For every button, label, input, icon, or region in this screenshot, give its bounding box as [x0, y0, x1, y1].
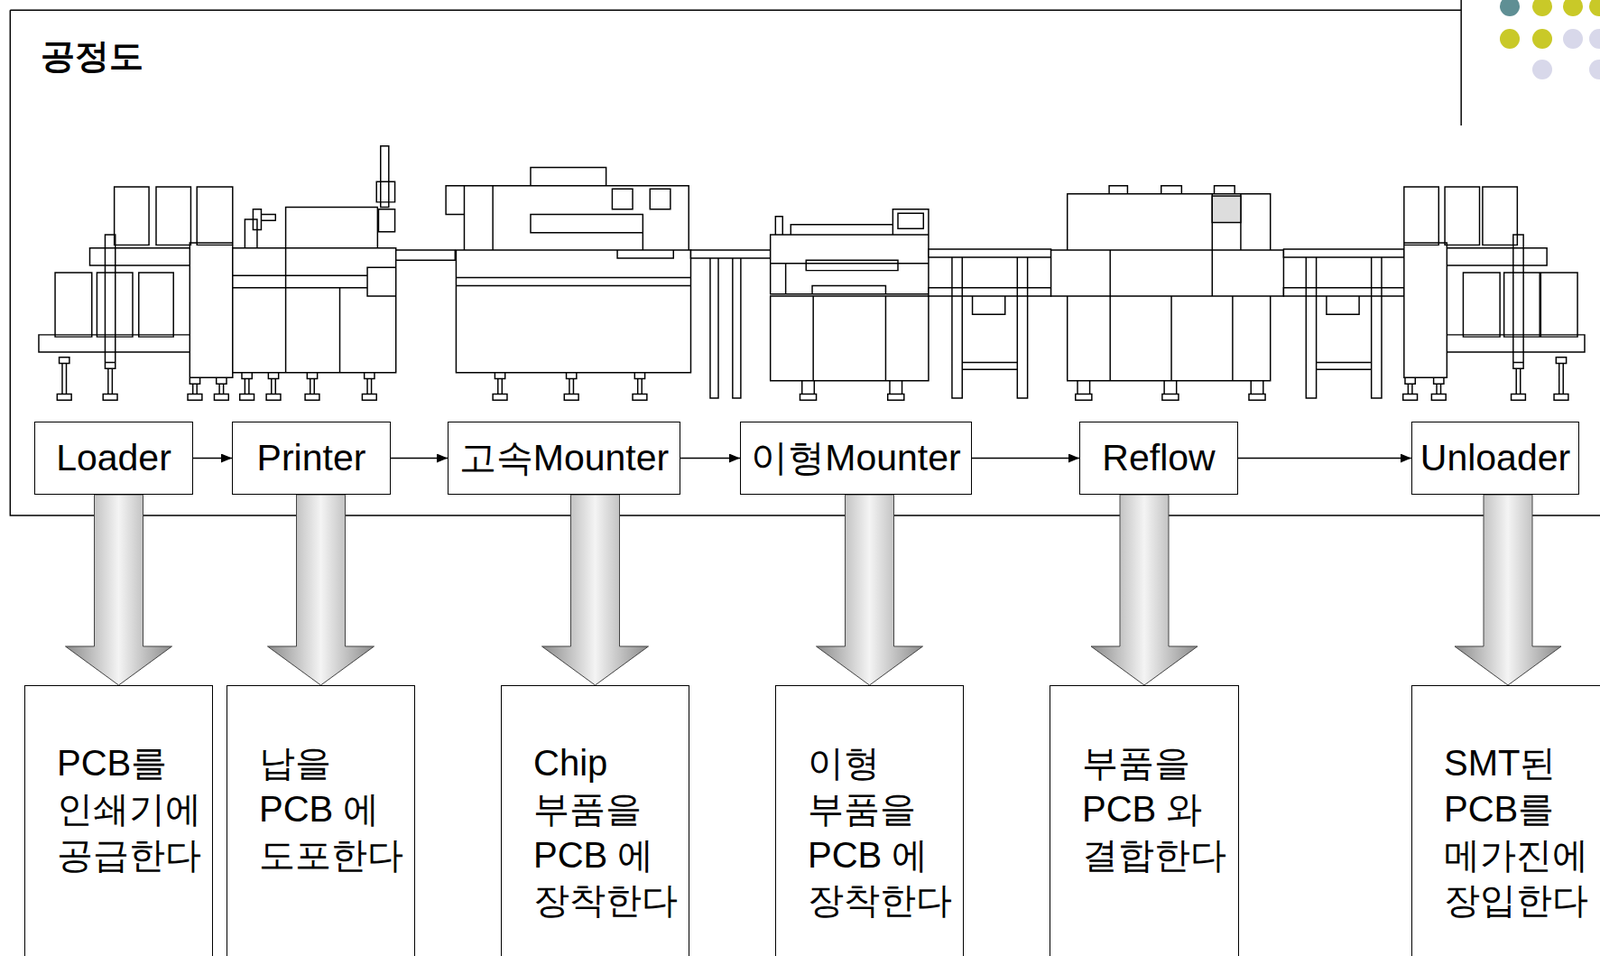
description-box: PCB를 인쇄기에 공급한다: [24, 684, 213, 956]
printer-machine: [232, 146, 397, 401]
process-box: Unloader: [1411, 421, 1580, 495]
conveyor: [396, 249, 456, 260]
decor-dot: [1532, 0, 1553, 17]
flow-arrow: [971, 457, 1080, 460]
decor-dot: [1589, 59, 1600, 80]
unloader-machine: [1403, 186, 1585, 400]
block-arrow: [816, 494, 924, 685]
description-box: 부품을 PCB 와 결합한다: [1049, 684, 1240, 956]
flow-arrow: [1238, 457, 1412, 460]
block-arrow: [1091, 494, 1198, 685]
odd-form-mounter-machine: [770, 209, 929, 400]
box-text: SMT된 PCB를 메가진에 장입한다: [1443, 739, 1592, 924]
decor-dot: [1532, 59, 1553, 80]
decor-dot: [1499, 28, 1520, 49]
process-box: 고속Mounter: [447, 421, 681, 495]
description-box: 이형 부품을 PCB 에 장착한다: [775, 684, 964, 956]
box-text: PCB를 인쇄기에 공급한다: [56, 739, 205, 878]
process-box: 이형Mounter: [739, 421, 972, 495]
box-text: Chip 부품을 PCB 에 장착한다: [533, 739, 682, 924]
box-text: Loader: [55, 437, 172, 479]
decor-dot: [1563, 0, 1583, 17]
decor-dot: [1532, 28, 1553, 49]
diagram-title: 공정도: [40, 36, 144, 78]
process-box: Reflow: [1079, 421, 1239, 495]
box-text: 이형Mounter: [750, 437, 961, 479]
block-arrow: [65, 494, 173, 685]
conveyor: [1283, 249, 1404, 398]
box-text: Reflow: [1101, 437, 1215, 479]
decor-dot: [1589, 28, 1600, 49]
box-text: 고속Mounter: [459, 437, 669, 479]
reflow-panel: [1211, 195, 1241, 222]
flow-arrow: [680, 457, 740, 460]
frame-border: [9, 0, 1600, 516]
decor-dot: [1563, 28, 1583, 49]
block-arrow: [1454, 494, 1562, 685]
description-box: 납을 PCB 에 도포한다: [226, 684, 416, 956]
decor-dot: [1589, 0, 1600, 17]
box-text: 부품을 PCB 와 결합한다: [1082, 739, 1231, 878]
box-text: 이형 부품을 PCB 에 장착한다: [807, 739, 956, 924]
conveyor: [690, 249, 770, 398]
decor-dot: [1499, 0, 1520, 17]
block-arrow: [542, 494, 649, 685]
description-box: SMT된 PCB를 메가진에 장입한다: [1411, 684, 1600, 956]
box-text: 납을 PCB 에 도포한다: [258, 739, 407, 878]
decor-dots: [1499, 0, 1600, 80]
box-text: Printer: [257, 437, 367, 479]
process-box: Printer: [231, 421, 391, 495]
flow-arrow: [193, 457, 232, 460]
box-text: Unloader: [1420, 437, 1571, 479]
reflow-oven: [1051, 185, 1285, 400]
high-speed-mounter-machine: [445, 166, 691, 400]
loader-machine: [38, 186, 233, 400]
conveyor: [928, 249, 1052, 398]
process-box: Loader: [34, 421, 194, 495]
flow-arrow: [390, 457, 448, 460]
description-box: Chip 부품을 PCB 에 장착한다: [500, 684, 690, 956]
machine-line: [9, 0, 1600, 516]
block-arrow: [268, 494, 375, 685]
